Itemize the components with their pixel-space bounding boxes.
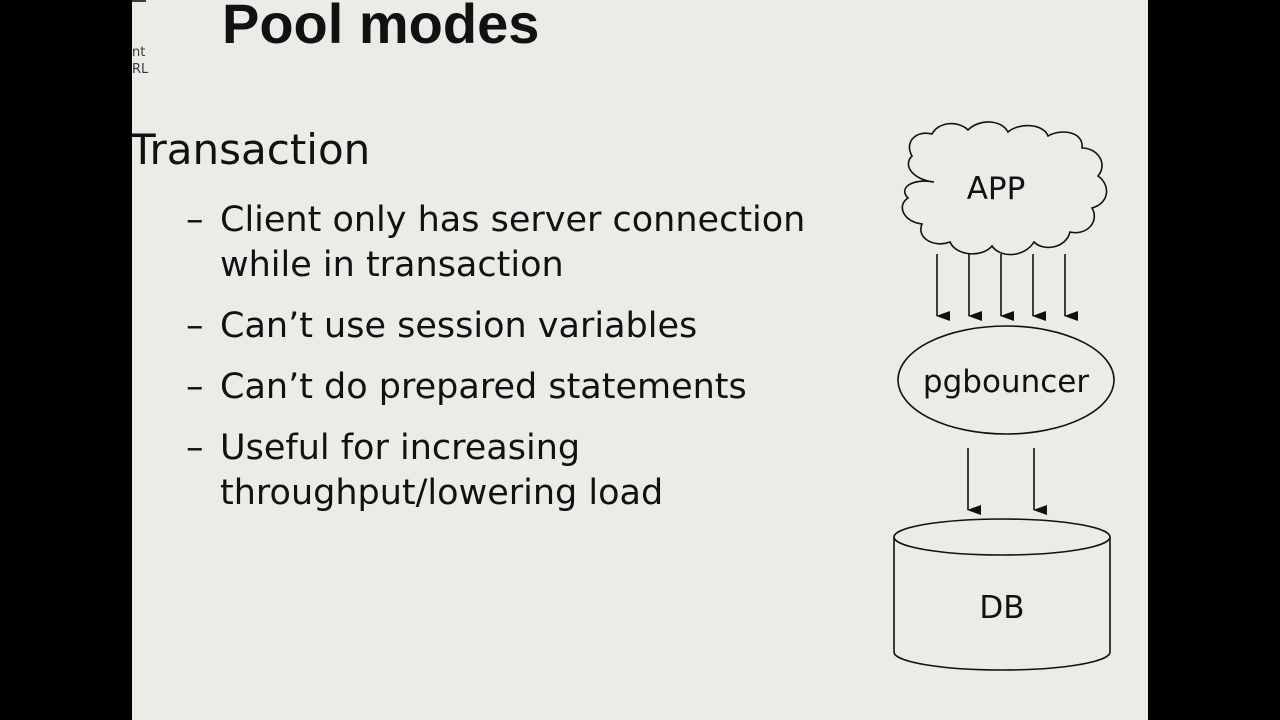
architecture-diagram: APP pgbouncer DB [893, 121, 1115, 671]
app-label: APP [967, 171, 1026, 207]
db-cylinder: DB [893, 518, 1111, 671]
slide-title: Pool modes [222, 0, 540, 55]
cylinder-top [893, 518, 1111, 556]
logo-text-line-2: RL [132, 62, 149, 77]
bullet-text: Can’t use session variables [220, 306, 698, 346]
logo-fragment: nt RL [132, 44, 148, 78]
bullet-item: – Can’t use session variables [186, 304, 846, 349]
cylinder-body [893, 537, 1111, 671]
section-heading: Transaction [132, 125, 371, 174]
pgbouncer-node: pgbouncer [897, 325, 1115, 435]
pgbouncer-ellipse [897, 325, 1115, 435]
bullet-item: – Client only has server connection whil… [186, 198, 846, 288]
app-to-pooler-arrows [936, 254, 1078, 321]
bullet-list: – Client only has server connection whil… [186, 198, 846, 532]
pooler-to-db-arrows [967, 448, 1047, 515]
app-cloud: APP [901, 121, 1108, 256]
pgbouncer-label: pgbouncer [923, 364, 1089, 400]
db-label: DB [979, 590, 1024, 626]
logo-text-line-1: nt [132, 45, 146, 60]
bullet-text: Client only has server connection while … [220, 200, 806, 285]
bullet-item: – Useful for increasing throughput/lower… [186, 426, 846, 516]
bullet-text: Useful for increasing throughput/lowerin… [220, 428, 664, 513]
bullet-dash: – [186, 200, 204, 240]
bullet-dash: – [186, 367, 204, 407]
bullet-item: – Can’t do prepared statements [186, 365, 846, 410]
bullet-text: Can’t do prepared statements [220, 367, 747, 407]
cloud-shape [901, 121, 1108, 256]
bullet-dash: – [186, 306, 204, 346]
bullet-dash: – [186, 428, 204, 468]
slide: nt RL Pool modes Transaction – Client on… [132, 0, 1148, 720]
logo-bar [132, 0, 146, 2]
